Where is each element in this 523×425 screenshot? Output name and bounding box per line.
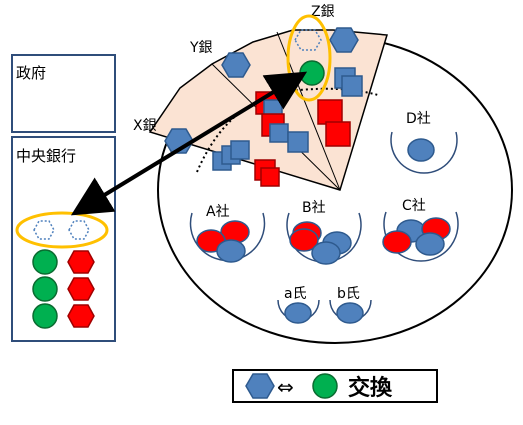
government-label: 政府 xyxy=(16,64,46,82)
red-hexagon-icon xyxy=(67,304,95,328)
bank-z-label: Z銀 xyxy=(311,4,335,20)
central-bank-box: 中央銀行 xyxy=(11,136,116,342)
exchange-arrow xyxy=(70,71,308,216)
bank-y-label: Y銀 xyxy=(189,40,213,56)
company-a: A社 xyxy=(189,204,266,263)
person-b-label: b氏 xyxy=(337,286,360,302)
company-d: D社 xyxy=(390,111,458,174)
legend: ⇔ 交換 xyxy=(232,369,438,403)
empty-hexagon-icon xyxy=(294,29,322,51)
central-bank-label: 中央銀行 xyxy=(16,147,76,165)
cash-circle-icon xyxy=(299,60,325,86)
deposit-ellipse-icon xyxy=(382,230,412,254)
bond-hexagon-icon xyxy=(245,373,275,399)
cash-circle-icon xyxy=(312,373,338,399)
deposit-ellipse-icon xyxy=(336,302,364,324)
bond-hexagon-icon xyxy=(329,27,359,53)
bond-hexagon-icon xyxy=(221,52,251,78)
legend-arrow: ⇔ xyxy=(277,375,294,399)
deposit-ellipse-icon xyxy=(311,241,341,265)
red-hexagon-icon xyxy=(67,277,95,301)
cash-circle-icon xyxy=(32,249,58,275)
deposit-ellipse-icon xyxy=(216,239,246,263)
exchange-highlight-ellipse xyxy=(286,14,332,102)
person-a-label: a氏 xyxy=(284,286,307,302)
red-hexagon-icon xyxy=(67,250,95,274)
deposit-square-icon xyxy=(260,167,280,187)
exchange-highlight-ellipse xyxy=(15,211,109,249)
person-a: a氏 xyxy=(277,286,320,324)
deposit-square-icon xyxy=(230,140,250,160)
deposit-square-icon xyxy=(269,123,289,143)
cash-circle-icon xyxy=(32,303,58,329)
company-a-label: A社 xyxy=(206,204,230,220)
company-d-label: D社 xyxy=(406,111,431,127)
deposit-ellipse-icon xyxy=(289,228,319,252)
company-c: C社 xyxy=(382,198,459,262)
company-b-label: B社 xyxy=(302,200,326,216)
deposit-ellipse-icon xyxy=(415,232,445,256)
person-b: b氏 xyxy=(329,286,372,324)
deposit-square-icon xyxy=(287,131,309,153)
deposit-ellipse-icon xyxy=(407,138,435,162)
government-box: 政府 xyxy=(11,54,116,133)
deposit-square-icon xyxy=(325,121,351,147)
deposit-square-icon xyxy=(317,99,343,125)
deposit-square-icon xyxy=(341,75,363,97)
bank-x-label: X銀 xyxy=(133,118,157,134)
deposit-ellipse-icon xyxy=(284,302,312,324)
cash-circle-icon xyxy=(32,276,58,302)
company-c-label: C社 xyxy=(402,198,426,214)
legend-text: 交換 xyxy=(348,375,393,401)
company-b: B社 xyxy=(286,200,362,265)
